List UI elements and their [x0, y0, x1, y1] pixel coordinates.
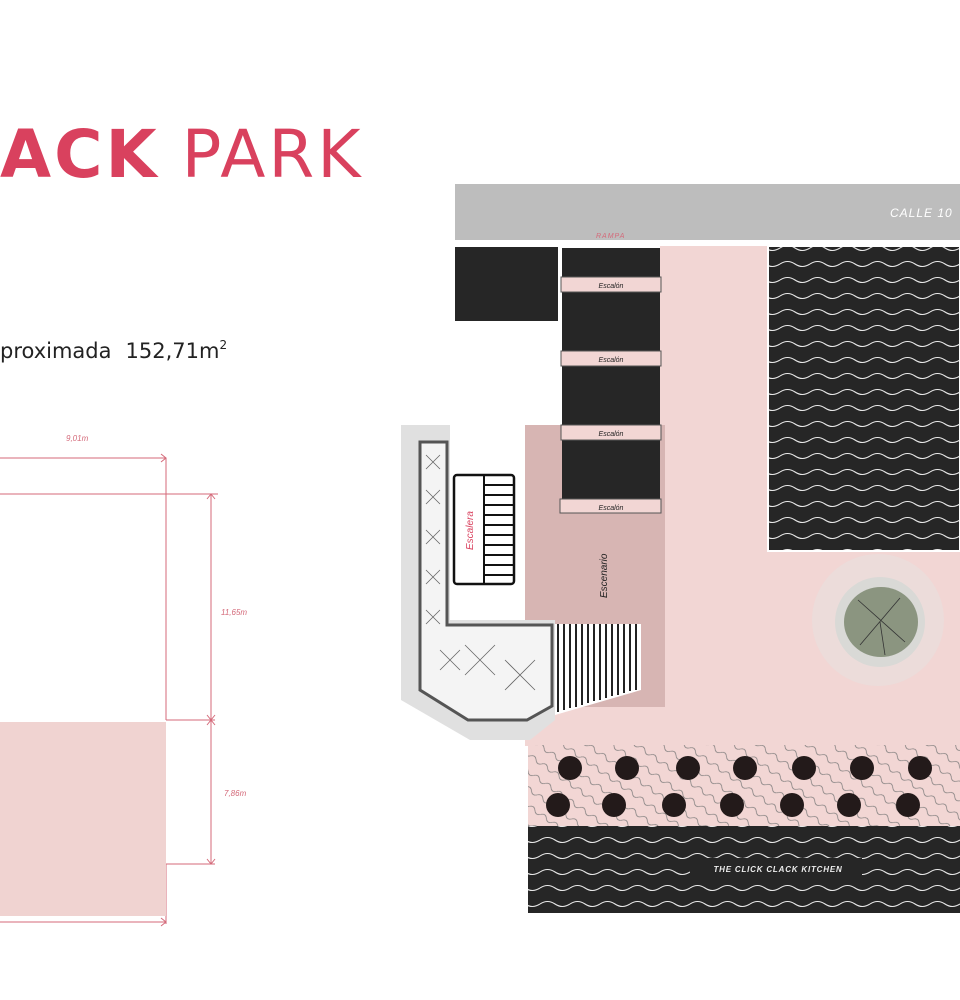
step-label: Escalón	[599, 431, 624, 438]
steps: Escalón Escalón Escalón Escalón	[559, 276, 662, 514]
title-bold: ACK	[0, 116, 160, 193]
kitchen-label: THE CLICK CLACK KITCHEN	[713, 865, 842, 874]
area-label: proximada	[0, 339, 112, 363]
dimension-height-upper: 11,65m	[221, 608, 247, 617]
dimension-width: 9,01m	[66, 434, 89, 443]
tree-icon	[844, 587, 918, 657]
staircase-label: Escalera	[465, 511, 476, 550]
kitchen-label-bg	[690, 858, 862, 880]
stage-label: Escenario	[599, 553, 610, 598]
step-label: Escalón	[599, 283, 624, 290]
street	[455, 184, 960, 240]
step	[559, 498, 662, 514]
plant-icons	[425, 454, 536, 691]
area-superscript: 2	[219, 338, 227, 352]
area-value: 152,71m	[126, 339, 220, 363]
stage-stairs	[555, 624, 641, 715]
step	[560, 424, 662, 441]
step-label: Escalón	[599, 505, 624, 512]
staircase-treads	[484, 484, 514, 576]
site-area-lower	[0, 722, 166, 916]
dimension-height-lower: 7,86m	[224, 789, 247, 798]
page-title: ACK PARK	[0, 116, 364, 193]
table-dots	[546, 756, 932, 817]
street-label: CALLE 10	[890, 206, 953, 220]
ramp-label: RAMPA	[596, 233, 625, 240]
title-regular: PARK	[182, 116, 364, 193]
planter	[418, 440, 554, 722]
step	[560, 276, 662, 293]
seating-area	[767, 245, 960, 552]
step	[560, 350, 662, 367]
step-label: Escalón	[599, 357, 624, 364]
tree-branches	[857, 597, 906, 656]
dark-block	[455, 247, 558, 321]
area-text: proximada 152,71m2	[0, 338, 227, 363]
